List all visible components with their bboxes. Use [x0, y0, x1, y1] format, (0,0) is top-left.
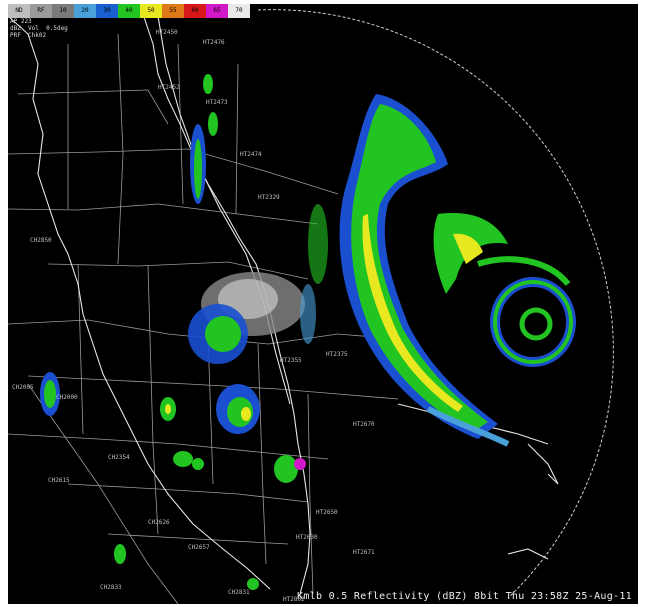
range-ring	[257, 9, 614, 599]
county-labels: HT2450 HT2476 HT2452 HT2473 HT2474 HT232…	[12, 29, 375, 603]
map-label: CH2626	[148, 519, 170, 526]
map-label: HT2473	[206, 99, 228, 106]
legend-swatch: 55	[162, 4, 184, 18]
legend-swatch: 65	[206, 4, 228, 18]
map-label: HT2476	[203, 39, 225, 46]
land-precipitation	[40, 74, 328, 590]
legend-swatch: ND	[8, 4, 30, 18]
map-label: CH2831	[228, 589, 250, 596]
map-label: CH2005	[12, 384, 34, 391]
legend-swatch: 10	[52, 4, 74, 18]
info-line: dBZ Vol 0.5deg	[10, 25, 68, 32]
legend-swatch: 70	[228, 4, 250, 18]
map-label: HT2670	[353, 421, 375, 428]
map-label: HT2375	[326, 351, 348, 358]
map-label: CH2850	[30, 237, 52, 244]
map-label: HT2355	[280, 357, 302, 364]
map-label: HT2452	[158, 84, 180, 91]
legend-swatch: 60	[184, 4, 206, 18]
hurricane-rainbands	[339, 94, 576, 447]
map-label: HT2802	[283, 596, 305, 603]
info-line: AP 223	[10, 18, 32, 25]
legend-swatch: 30	[96, 4, 118, 18]
map-label: HT2329	[258, 194, 280, 201]
radar-map-frame: HT2450 HT2476 HT2452 HT2473 HT2474 HT232…	[8, 4, 638, 604]
map-label: CH2000	[56, 394, 78, 401]
map-label: CH2354	[108, 454, 130, 461]
map-label: HT2630	[296, 534, 318, 541]
legend-swatch: 20	[74, 4, 96, 18]
legend-swatch: 40	[118, 4, 140, 18]
map-label: HT2671	[353, 549, 375, 556]
radar-info-block: AP 223 dBZ Vol 0.5deg PRF Chk02	[10, 18, 68, 39]
radar-map: HT2450 HT2476 HT2452 HT2473 HT2474 HT232…	[8, 9, 614, 604]
product-caption: Kmlb 0.5 Reflectivity (dBZ) 8bit Thu 23:…	[297, 591, 632, 602]
map-label: HT2450	[156, 29, 178, 36]
legend-swatch: 50	[140, 4, 162, 18]
info-line: PRF Chk02	[10, 32, 47, 39]
map-label: HT2474	[240, 151, 262, 158]
map-label: CH2615	[48, 477, 70, 484]
map-label: CH2833	[100, 584, 122, 591]
map-label: CH2657	[188, 544, 210, 551]
map-label: HT2650	[316, 509, 338, 516]
legend-swatch: RF	[30, 4, 52, 18]
